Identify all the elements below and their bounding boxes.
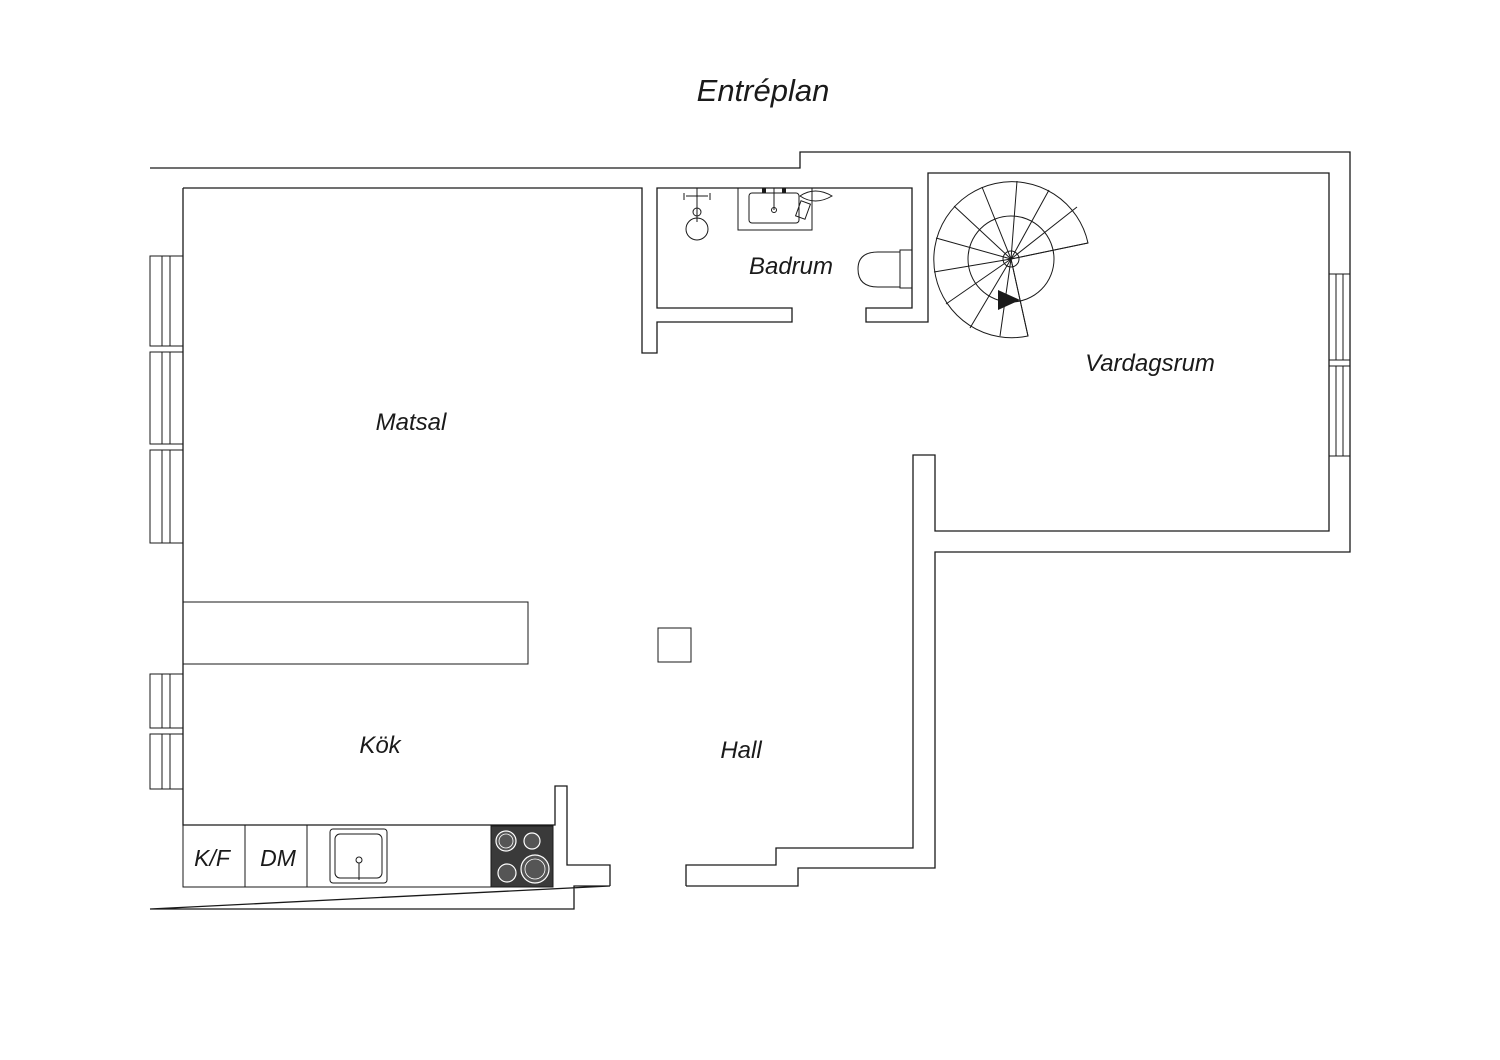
towel-heater-icon: [794, 190, 833, 220]
shower-icon: [683, 188, 711, 241]
dishwasher-label: DM: [260, 845, 297, 871]
plan-title: Entréplan: [697, 73, 830, 108]
kitchen-island: [182, 601, 529, 665]
room-label-kok: Kök: [359, 732, 402, 759]
room-label-matsal: Matsal: [376, 409, 447, 436]
room-label-hall: Hall: [720, 737, 762, 764]
window-left-4: [149, 673, 184, 729]
window-left-2: [149, 351, 184, 445]
window-left-3: [149, 449, 184, 544]
window-left-1: [149, 255, 184, 347]
window-right-2: [1328, 365, 1351, 457]
sink-icon: [329, 828, 388, 884]
room-label-vardagsrum: Vardagsrum: [1085, 350, 1215, 377]
column: [657, 627, 692, 663]
spiral-staircase-icon: [933, 180, 1089, 339]
fridge-freezer-label: K/F: [194, 845, 232, 871]
window-left-5: [149, 733, 184, 790]
washbasin-icon: [737, 187, 813, 231]
stove-icon: [490, 825, 554, 888]
room-label-badrum: Badrum: [749, 253, 833, 280]
toilet-icon: [857, 249, 913, 289]
outer-wall: [149, 151, 1351, 910]
window-right-1: [1328, 273, 1351, 361]
